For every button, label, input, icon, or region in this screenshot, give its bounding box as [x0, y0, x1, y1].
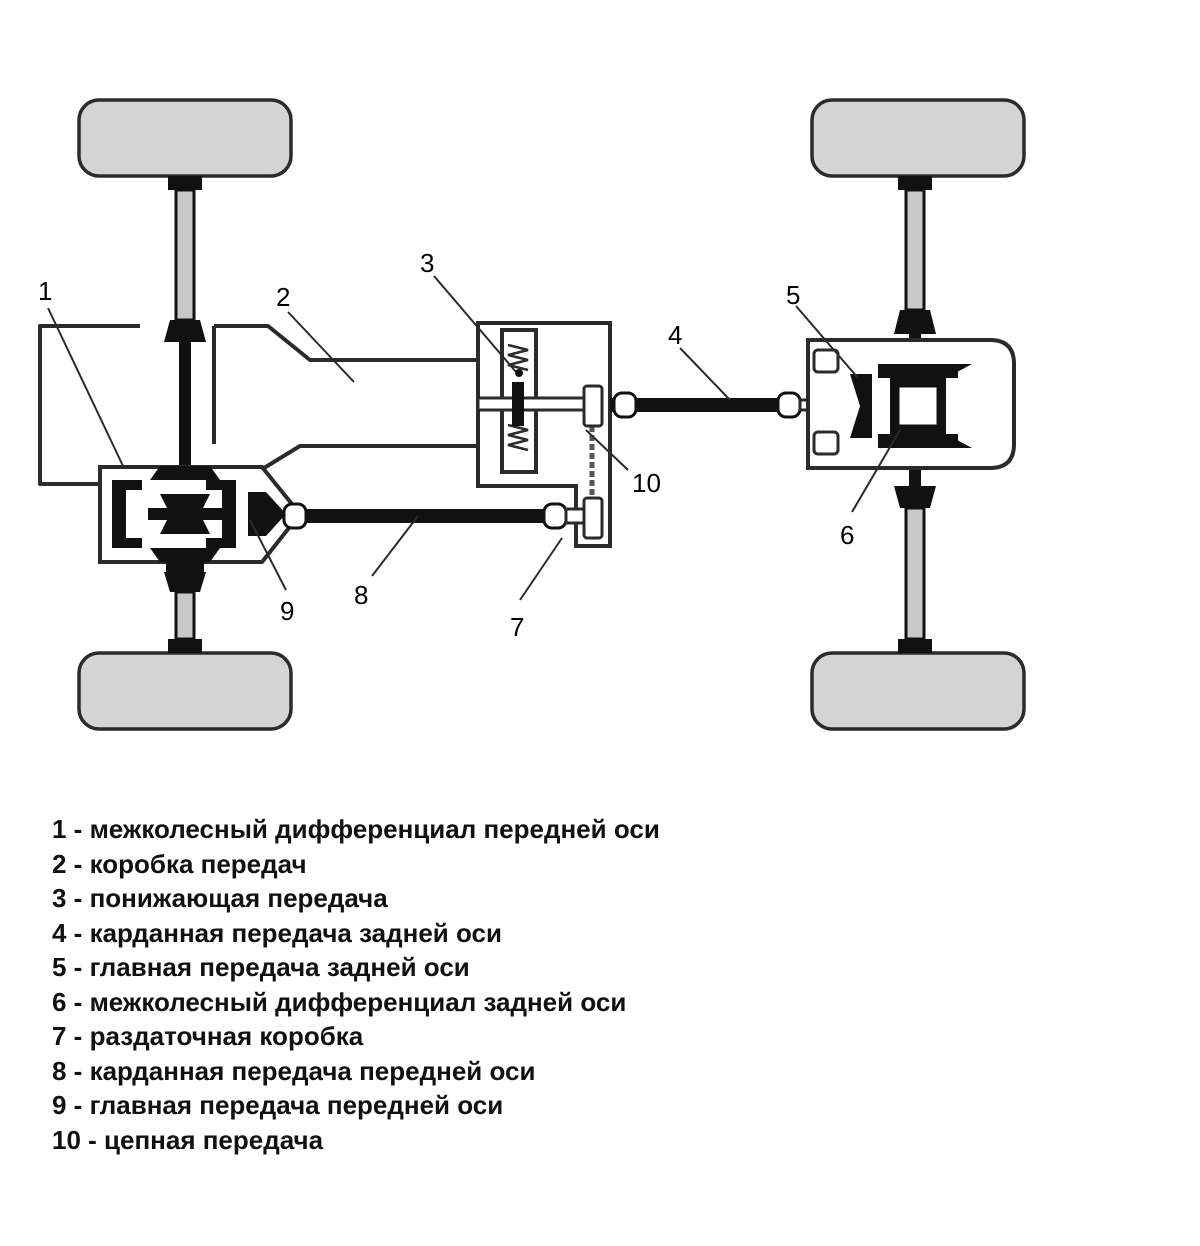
- leader-2: [287, 311, 355, 383]
- rear-differential: [806, 338, 1016, 470]
- callout-2: 2: [276, 282, 290, 312]
- leader-1: [47, 307, 125, 469]
- transfer-shafts: [476, 382, 604, 540]
- rear-left-wheel: [810, 98, 1026, 178]
- leader-8: [371, 515, 419, 577]
- front-propeller-shaft: [282, 502, 586, 530]
- legend-item: 7 - раздаточная коробка: [52, 1021, 364, 1051]
- leader-4: [679, 347, 731, 401]
- leader-10: [585, 429, 629, 471]
- callout-8: 8: [354, 580, 368, 610]
- legend-item: 3 - понижающая передача: [52, 883, 388, 913]
- callout-6: 6: [840, 520, 854, 550]
- rear-right-wheel: [810, 651, 1026, 731]
- leader-3: [433, 275, 517, 373]
- front-left-wheel: [77, 98, 293, 178]
- callout-9: 9: [280, 596, 294, 626]
- callout-10: 10: [632, 468, 661, 498]
- front-axle: [164, 176, 206, 653]
- callout-7: 7: [510, 612, 524, 642]
- legend-item: 10 - цепная передача: [52, 1124, 324, 1155]
- legend-item: 6 - межколесный дифференциал задней оси: [52, 986, 627, 1017]
- leader-lines: [47, 275, 901, 601]
- legend-item: 4 - карданная передача задней оси: [52, 917, 502, 948]
- front-differential: [98, 465, 303, 574]
- legend-item: 9 - главная передача передней оси: [52, 1090, 504, 1120]
- callouts: 1 2 3 4 5 6 7 8 9 10: [38, 248, 854, 642]
- drivetrain-diagram: 1 2 3 4 5 6 7 8 9 10: [38, 98, 1026, 731]
- legend-item: 8 - карданная передача передней оси: [52, 1055, 536, 1086]
- callout-3: 3: [420, 248, 434, 278]
- leader-6: [851, 429, 901, 513]
- leader-7: [519, 537, 563, 601]
- leader-9: [249, 519, 287, 591]
- callout-4: 4: [668, 320, 682, 350]
- front-right-wheel: [77, 651, 293, 731]
- legend: 1 - межколесный дифференциал передней ос…: [52, 812, 660, 1157]
- legend-item: 2 - коробка передач: [52, 848, 307, 879]
- leader-5: [795, 305, 859, 379]
- legend-item: 5 - главная передача задней оси: [52, 952, 470, 982]
- gearbox-housing: [38, 324, 476, 486]
- wheels: [77, 98, 1026, 731]
- legend-item: 1 - межколесный дифференциал передней ос…: [52, 814, 660, 844]
- callout-1: 1: [38, 276, 52, 306]
- callout-5: 5: [786, 280, 800, 310]
